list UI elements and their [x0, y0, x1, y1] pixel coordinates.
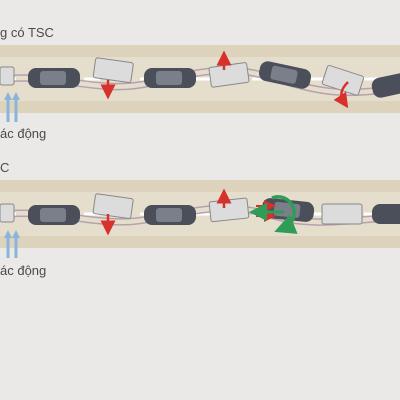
bottom-panel-title: C — [0, 160, 10, 175]
bottom-trailer-3 — [208, 197, 250, 223]
bottom-car-2 — [144, 205, 196, 225]
bottom-trailer-1 — [0, 203, 15, 223]
bottom-car-4 — [372, 204, 400, 224]
wind-arrow-icon — [4, 92, 20, 122]
top-car-2 — [144, 68, 196, 88]
bottom-wind-label: ác động — [0, 263, 47, 278]
bottom-trailer-4 — [321, 203, 363, 225]
top-trailer-4 — [321, 64, 365, 96]
top-wind-label: ác động — [0, 126, 47, 141]
rotation-arrow-icon — [271, 195, 298, 234]
sway-arrow-icon — [333, 81, 349, 109]
top-car-4 — [371, 72, 400, 98]
top-car-1 — [28, 68, 80, 88]
top-trailer-2 — [92, 57, 134, 83]
wind-arrow-icon — [4, 230, 20, 258]
top-panel-title: g có TSC — [0, 25, 54, 40]
bottom-trailer-2 — [92, 193, 134, 219]
bottom-car-1 — [28, 205, 80, 225]
top-car-3 — [258, 61, 312, 89]
top-trailer-1 — [0, 66, 15, 86]
